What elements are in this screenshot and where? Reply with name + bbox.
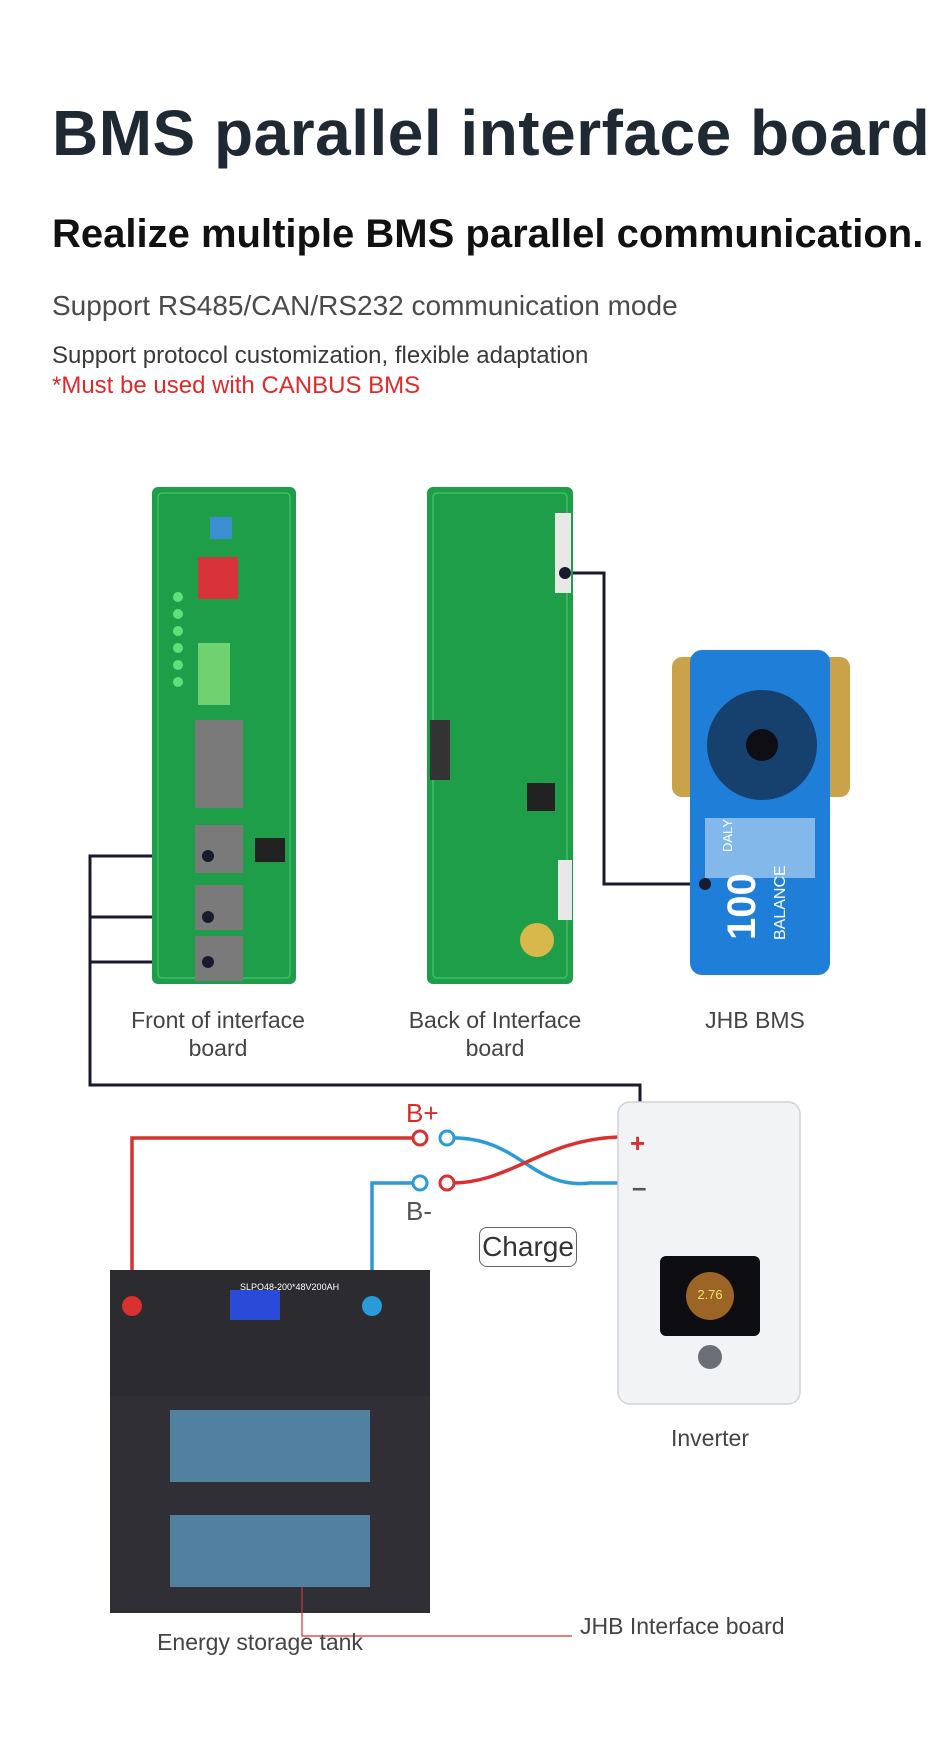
bms-sub-text: BALANCE [772, 865, 789, 940]
feature-line-protocol: Support protocol customization, flexible… [52, 342, 589, 369]
caption-back-board: Back of Interface board [408, 1007, 582, 1061]
warning-note: *Must be used with CANBUS BMS [52, 372, 421, 399]
caption-interface-board: JHB Interface board [580, 1613, 785, 1639]
wire-bplus [130, 1136, 420, 1297]
page-title: BMS parallel interface board [52, 97, 931, 169]
jhb-bms-image: 100 BALANCE DALY [672, 650, 850, 975]
bms-logo-text: 100 [720, 873, 764, 940]
label-b-minus: B- [406, 1196, 432, 1226]
feature-line-communication: Support RS485/CAN/RS232 communication mo… [52, 290, 678, 321]
caption-bms: JHB BMS [705, 1007, 805, 1033]
inverter-image: 2.76 + – [617, 1101, 801, 1405]
page-subtitle: Realize multiple BMS parallel communicat… [52, 212, 924, 256]
energy-storage-tank-image: SLPO48-200*48V200AH [110, 1270, 572, 1637]
interface-board-pointer [301, 1587, 572, 1637]
caption-tank: Energy storage tank [157, 1629, 363, 1655]
wire-cross-red [446, 1135, 619, 1185]
charge-label: Charge [479, 1227, 577, 1267]
bms-brand-text: DALY [720, 819, 735, 852]
wire-cross-blue [446, 1136, 618, 1186]
caption-front-board: Front of interface board [131, 1007, 305, 1061]
caption-inverter: Inverter [671, 1425, 749, 1451]
terminal-dots [411, 1129, 456, 1192]
label-b-plus: B+ [406, 1098, 439, 1128]
rack-model-text: SLPO48-200*48V200AH [240, 1282, 339, 1292]
power-wires [130, 1135, 619, 1297]
wire-bminus [370, 1181, 420, 1297]
back-interface-board-image [427, 487, 573, 984]
inverter-minus: – [632, 1172, 646, 1202]
comm-line-bms [565, 571, 705, 886]
front-interface-board-image [152, 487, 296, 984]
inverter-readout: 2.76 [697, 1287, 722, 1302]
inverter-plus: + [630, 1128, 645, 1158]
comm-line-inverter [88, 854, 642, 1110]
